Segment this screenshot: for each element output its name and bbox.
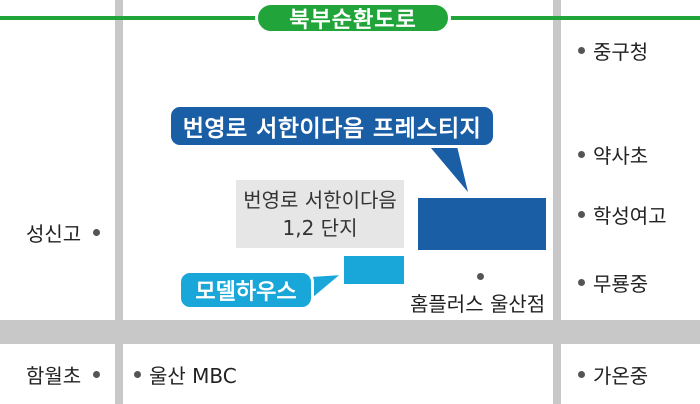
poi-seongsin-high: 성신고 — [26, 218, 101, 247]
poi-gaon-middle: 가온중 — [578, 360, 648, 389]
development-site-marker — [418, 198, 546, 250]
poi-label: 성신고 — [26, 222, 82, 246]
poi-dot-icon — [578, 47, 585, 54]
poi-hamwol-elem: 함월초 — [26, 360, 101, 389]
road-vertical-right — [553, 0, 561, 404]
model-house-callout-pointer — [310, 272, 345, 303]
poi-homeplus: 홈플러스 울산점 — [410, 288, 545, 317]
poi-label: 중구청 — [593, 40, 649, 64]
poi-jungguchung: 중구청 — [578, 36, 648, 65]
poi-dot-icon — [578, 211, 585, 218]
model-house-callout: 모델하우스 — [178, 270, 314, 310]
model-house-site-marker — [344, 256, 404, 284]
poi-dot-icon — [578, 371, 585, 378]
poi-dot-icon-homeplus — [477, 273, 484, 280]
poi-label: 약사초 — [593, 144, 649, 168]
existing-complex-line2: 1,2 단지 — [282, 216, 358, 240]
poi-label: 학성여고 — [593, 204, 667, 228]
poi-dot-icon — [93, 371, 101, 378]
development-callout-pointer — [425, 145, 471, 197]
development-callout: 번영로 서한이다음 프레스티지 — [168, 104, 496, 148]
existing-complex-label: 번영로 서한이다음 1,2 단지 — [236, 180, 404, 248]
poi-label: 가온중 — [593, 364, 649, 388]
poi-dot-icon — [93, 229, 101, 236]
poi-label: 울산 MBC — [149, 364, 237, 388]
poi-yaksacho: 약사초 — [578, 140, 648, 169]
poi-muryong-middle: 무룡중 — [578, 268, 648, 297]
poi-label: 무룡중 — [593, 272, 649, 296]
poi-dot-icon — [578, 279, 585, 286]
road-horizontal-main — [0, 320, 700, 344]
poi-hakseong-girls-high: 학성여고 — [578, 200, 667, 229]
poi-label: 홈플러스 울산점 — [410, 292, 546, 316]
road-vertical-left — [115, 0, 123, 404]
poi-label: 함월초 — [26, 364, 82, 388]
poi-dot-icon — [134, 371, 141, 378]
poi-dot-icon — [578, 151, 585, 158]
main-road-badge: 북부순환도로 — [255, 2, 451, 34]
poi-ulsan-mbc: 울산 MBC — [134, 360, 237, 389]
existing-complex-line1: 번영로 서한이다음 — [243, 188, 397, 212]
